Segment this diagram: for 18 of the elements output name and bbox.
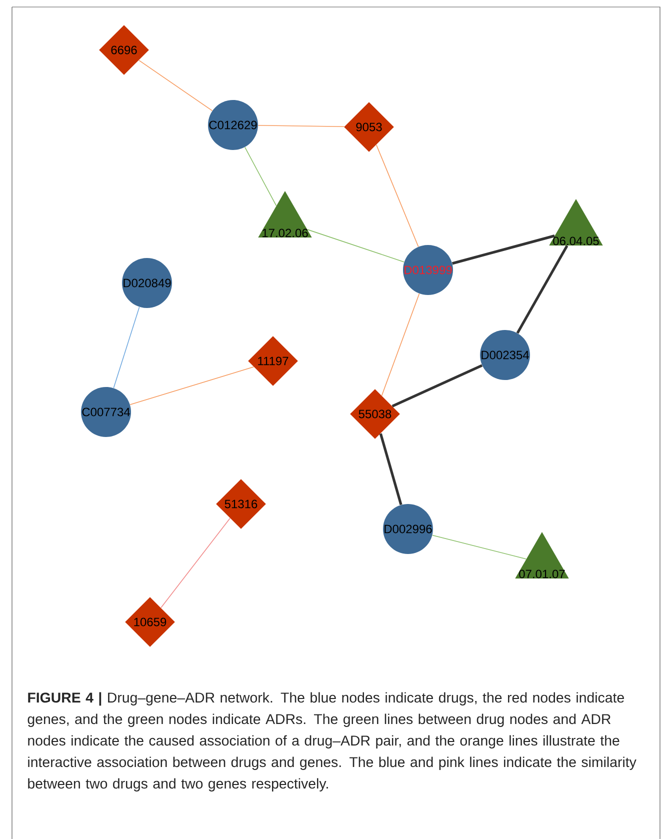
- edge-line: [392, 364, 483, 408]
- adr-triangle: 07.01.07: [515, 532, 569, 578]
- edge-line: [138, 60, 213, 112]
- edge-line: [379, 433, 402, 506]
- adr-triangle: 17.02.06: [258, 191, 312, 238]
- edge-line: [113, 306, 140, 388]
- edge-line: [432, 534, 527, 560]
- edge-line: [452, 234, 555, 265]
- adr-triangle: 06.04.05: [549, 199, 603, 246]
- edge-line: [307, 229, 404, 262]
- edge-line: [381, 293, 420, 396]
- edge-line: [516, 245, 568, 334]
- edge-line: [160, 518, 230, 608]
- edge-line: [258, 124, 345, 128]
- edge-line: [376, 144, 419, 248]
- edge-line: [130, 366, 254, 406]
- figure-caption: FIGURE 4 | Drug–gene–ADR network. The blue nodes indicate drugs, the red nodes indicate genes, and the green nodes indicate ADRs. The green lines between drug nodes and ADR nodes indicate the caused association of a drug–ADR pair, and the orange lines illustrate the interactive association between drugs and genes. The blue and pink lines indicate the similarity between two drugs and two genes respectively.: [28, 692, 636, 792]
- edge-line: [244, 146, 277, 206]
